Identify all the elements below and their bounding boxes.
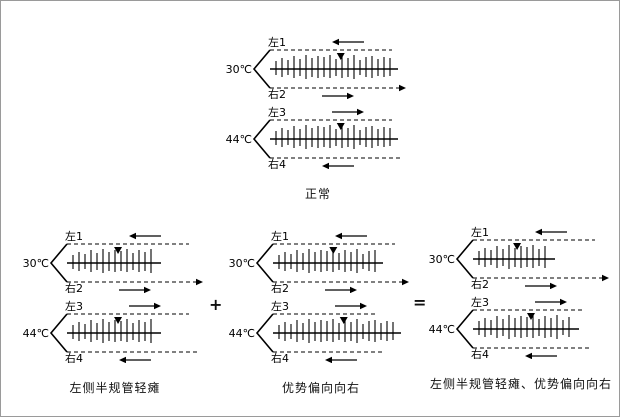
nystagmus-trace-svg: 30℃ 左1 右2 [429, 226, 609, 289]
temperature-label: 44℃ [429, 323, 455, 336]
ear-label-bottom: 右2 [471, 277, 489, 289]
ear-label-top: 左1 [65, 230, 83, 243]
nystagmus-trace-svg: 30℃ 左1 右2 [23, 230, 203, 293]
temperature-label: 30℃ [23, 257, 49, 270]
nystagmus-trace-svg: 44℃ 左3 右4 [23, 300, 197, 363]
ear-label-bottom: 右2 [271, 281, 289, 293]
group-caption: 优势偏向向右 [281, 381, 360, 395]
temperature-label: 30℃ [226, 63, 252, 76]
group-caption: 左侧半规管轻瘫、优势偏向向右 [429, 377, 612, 391]
group-caption: 正常 [304, 187, 331, 201]
group-dp-right: 30℃ 左1 右2 44℃ 左3 右4 优势偏向向右 [229, 229, 413, 396]
temperature-label: 30℃ [229, 257, 255, 270]
ear-label-top: 左3 [471, 296, 489, 309]
ear-label-top: 左1 [271, 230, 289, 243]
nystagmus-trace-svg: 44℃ 左3 右4 [429, 296, 591, 359]
nystagmus-trace-svg: 30℃ 左1 右2 [229, 230, 409, 293]
ear-label-bottom: 右4 [471, 347, 489, 359]
nystagmus-trace-svg: 44℃ 左3 右4 [226, 106, 400, 169]
ear-label-bottom: 右2 [268, 87, 286, 99]
ear-label-bottom: 右2 [65, 281, 83, 293]
group-caption: 左侧半规管轻瘫 [69, 381, 161, 395]
temperature-label: 30℃ [429, 253, 455, 266]
temperature-label: 44℃ [23, 327, 49, 340]
ear-label-top: 左1 [268, 36, 286, 49]
temperature-label: 44℃ [229, 327, 255, 340]
ear-label-top: 左3 [65, 300, 83, 313]
group-normal: 30℃ 左1 右2 44℃ 左3 右4 正常 [226, 35, 410, 202]
ear-label-top: 左1 [471, 226, 489, 239]
operator-plus: + [209, 295, 223, 314]
group-combined: 30℃ 左1 右2 44℃ 左3 右4 左侧半规管轻瘫、优势偏向向右 [429, 225, 613, 392]
group-left-canal-paresis: 30℃ 左1 右2 44℃ 左3 右4 左侧半规管轻瘫 [23, 229, 207, 396]
nystagmus-trace-svg: 30℃ 左1 右2 [226, 36, 406, 99]
ear-label-top: 左3 [271, 300, 289, 313]
ear-label-bottom: 右4 [271, 351, 289, 363]
nystagmus-trace-svg: 44℃ 左3 右4 [229, 300, 401, 363]
ear-label-bottom: 右4 [268, 157, 286, 169]
ear-label-top: 左3 [268, 106, 286, 119]
operator-equals: = [413, 293, 427, 312]
ear-label-bottom: 右4 [65, 351, 83, 363]
temperature-label: 44℃ [226, 133, 252, 146]
